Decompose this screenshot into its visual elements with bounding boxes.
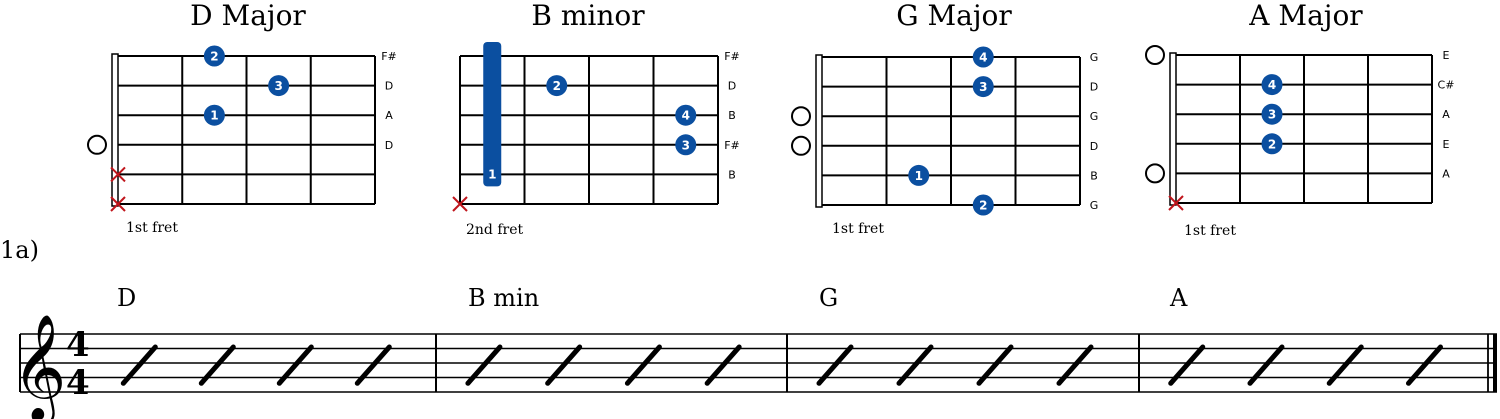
chord-diagram-g-major: G Major 4 3 1 2 G D G D B G 1st fret [791, 0, 1099, 237]
slash-notehead [1056, 344, 1094, 386]
fret-position-label: 1st fret [1184, 223, 1236, 239]
open-string-circle [791, 106, 811, 127]
finger-dot [268, 75, 290, 97]
open-string-circle [791, 135, 811, 156]
slash-notehead [704, 344, 742, 386]
string-note-name: G [1090, 110, 1099, 123]
string-note-name: A [1442, 167, 1450, 180]
string-note-name: B [1090, 169, 1098, 182]
muted-string-x [110, 166, 126, 183]
finger-number: 1 [210, 109, 218, 123]
finger-dot [1261, 74, 1283, 96]
string-note-name: F# [724, 139, 740, 152]
barre-bar [483, 42, 502, 187]
slash-notehead [545, 344, 583, 386]
string-note-name: E [1443, 138, 1450, 151]
finger-dot [908, 164, 930, 186]
slash-notehead [896, 344, 934, 386]
open-string-circle [1145, 163, 1165, 184]
string-note-name: D [1090, 81, 1098, 94]
finger-dot [1261, 103, 1283, 125]
chord-title: B minor [531, 0, 645, 32]
chord-symbol: D [117, 284, 136, 312]
string-note-name: A [385, 109, 393, 122]
string-note-name: A [1442, 108, 1450, 121]
treble-clef-icon: 𝄞 [12, 313, 66, 419]
finger-dot [203, 104, 225, 126]
slash-notehead [976, 344, 1014, 386]
slash-notehead [624, 344, 662, 386]
finger-number: 3 [979, 80, 987, 94]
finger-dot [1261, 133, 1283, 155]
nut [1169, 52, 1177, 206]
finger-number: 2 [979, 199, 987, 213]
finger-dot [203, 45, 225, 67]
chord-symbol: A [1169, 284, 1188, 312]
string-note-name: F# [724, 50, 740, 63]
chord-title: A Major [1248, 0, 1363, 32]
chord-diagram-a-major: A Major 4 3 2 E C# A E A 1st fret [1145, 0, 1455, 239]
music-staff: D B min G A [19, 284, 1497, 393]
exercise-label: 1a) [0, 236, 39, 264]
slash-notehead [816, 344, 854, 386]
finger-dot [675, 104, 697, 126]
finger-dot [972, 76, 994, 98]
finger-number: 2 [210, 50, 218, 64]
string-note-name: D [728, 80, 736, 93]
slash-notehead [1326, 344, 1364, 386]
finger-dot [546, 75, 568, 97]
finger-dot [972, 194, 994, 216]
string-note-name: B [728, 168, 736, 181]
final-bar-thick [1493, 334, 1497, 392]
chord-diagram-d-major: D Major 2 3 1 F# D A D 1st fret [87, 0, 397, 236]
nut [111, 53, 119, 207]
barre-finger-label: 1 [488, 167, 496, 181]
slash-notehead [120, 344, 158, 386]
finger-number: 3 [1268, 108, 1276, 122]
slash-notehead [354, 344, 392, 386]
finger-number: 3 [274, 79, 282, 93]
chord-title: G Major [896, 0, 1012, 32]
chord-symbol: G [819, 284, 838, 312]
string-note-name: E [1443, 49, 1450, 62]
string-note-name: C# [1438, 79, 1455, 92]
nut [815, 54, 823, 208]
string-note-name: D [1090, 140, 1098, 153]
time-signature-bottom: 4 [66, 363, 90, 403]
string-note-name: D [385, 80, 393, 93]
string-note-name: G [1090, 199, 1099, 212]
string-note-name: G [1090, 51, 1099, 64]
slash-notehead [1168, 344, 1206, 386]
finger-dot [972, 46, 994, 68]
slash-notehead [276, 344, 314, 386]
fret-position-label: 1st fret [126, 220, 178, 236]
slash-notehead [1247, 344, 1285, 386]
finger-number: 4 [682, 109, 690, 123]
string-note-name: B [728, 109, 736, 122]
fret-position-label: 1st fret [832, 221, 884, 237]
finger-number: 2 [1268, 137, 1276, 151]
chord-title: D Major [190, 0, 306, 32]
open-string-circle [87, 134, 107, 155]
fret-position-label: 2nd fret [466, 222, 523, 238]
finger-number: 4 [979, 51, 987, 65]
slash-notehead [465, 344, 503, 386]
muted-string-x [452, 196, 468, 212]
muted-string-x [110, 196, 126, 212]
chord-diagram-b-minor: B minor 1 2 4 3 F# D B F# B 2nd fret [452, 0, 740, 238]
slash-notehead [198, 344, 236, 386]
slash-notehead [1405, 344, 1443, 386]
muted-string-x [1168, 195, 1184, 211]
time-signature-top: 4 [66, 325, 90, 365]
chord-symbol: B min [468, 284, 539, 312]
string-note-name: D [385, 139, 393, 152]
string-note-name: F# [381, 50, 397, 63]
open-string-circle [1145, 45, 1165, 65]
finger-number: 1 [915, 169, 923, 183]
finger-dot [675, 134, 697, 156]
finger-number: 3 [682, 138, 690, 152]
finger-number: 4 [1268, 78, 1276, 92]
finger-number: 2 [553, 79, 561, 93]
